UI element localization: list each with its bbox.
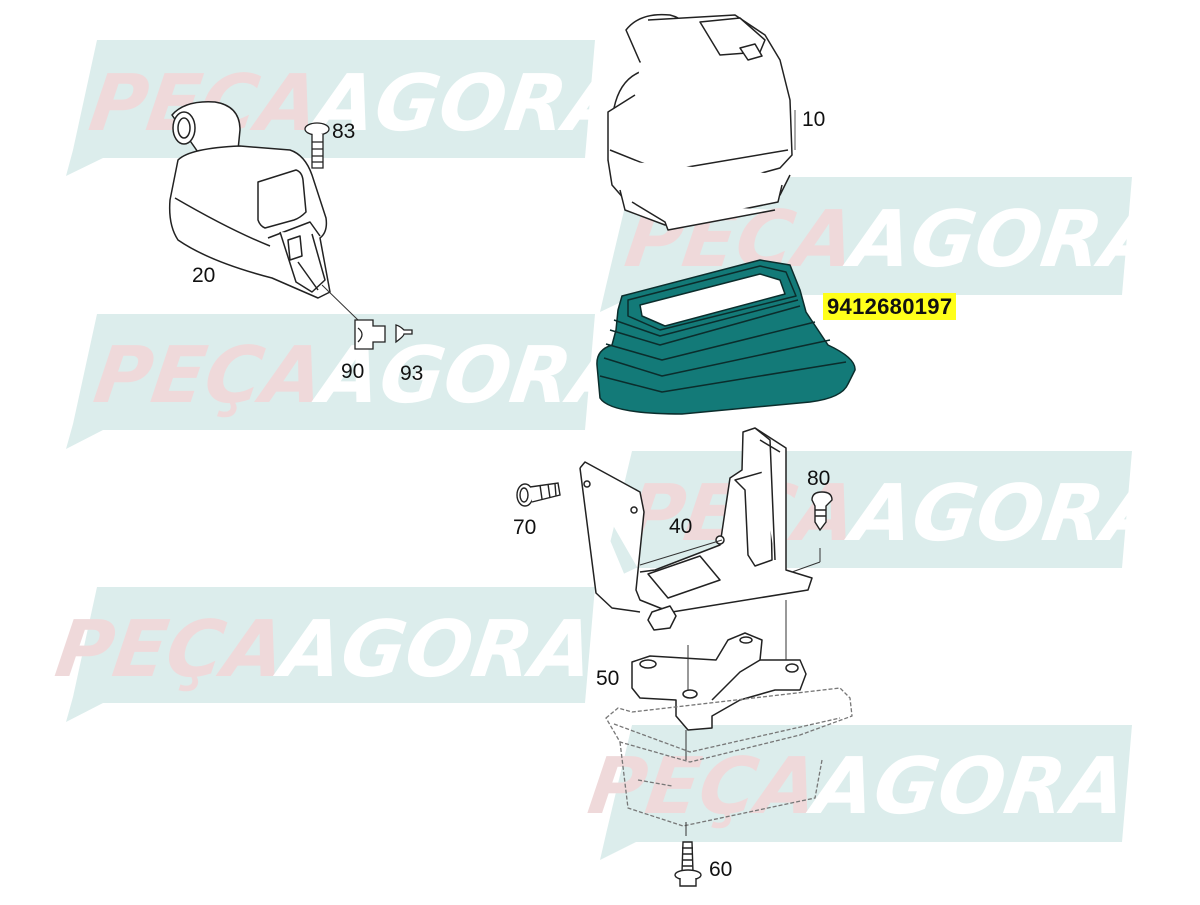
- part-93-pin-drawing: [395, 324, 413, 344]
- part-10-shifter-assembly-drawing: [607, 13, 793, 231]
- watermark-banner-1: PEÇA AGORA: [66, 40, 633, 176]
- callout-10: 10: [802, 108, 826, 131]
- svg-text:AGORA: AGORA: [269, 604, 599, 695]
- callout-20: 20: [192, 264, 216, 287]
- part-60-bolt-drawing: [674, 841, 702, 887]
- callout-90: 90: [341, 360, 365, 383]
- highlighted-part-rubber-boot: [596, 259, 856, 415]
- part-90-clip-drawing: [354, 319, 386, 350]
- base-tray-drawing: [605, 687, 853, 827]
- highlighted-part-number-label: 9412680197: [823, 293, 957, 320]
- svg-text:AGORA: AGORA: [802, 741, 1132, 832]
- callout-83: 83: [332, 120, 356, 143]
- watermark-word-agora: AGORA: [303, 58, 633, 149]
- svg-text:AGORA: AGORA: [839, 194, 1169, 285]
- callout-93: 93: [400, 362, 424, 385]
- svg-text:PEÇA: PEÇA: [50, 604, 291, 695]
- part-50-mount-drawing: [631, 632, 807, 731]
- part-70-bolt-drawing: [516, 482, 561, 507]
- callout-40: 40: [669, 515, 693, 538]
- watermark-banner-5: PEÇA AGORA: [50, 587, 599, 722]
- part-20-shift-housing-drawing: [168, 101, 331, 299]
- callout-60: 60: [709, 858, 733, 881]
- svg-text:AGORA: AGORA: [840, 468, 1170, 559]
- part-40-bracket-drawing: [579, 427, 813, 631]
- svg-text:PEÇA: PEÇA: [89, 330, 330, 421]
- callout-50: 50: [596, 667, 620, 690]
- part-83-screw-drawing: [304, 122, 330, 169]
- svg-text:PEÇA: PEÇA: [583, 741, 824, 832]
- leader-line: [321, 284, 359, 321]
- callout-70: 70: [513, 516, 537, 539]
- part-80-clip-drawing: [811, 491, 833, 532]
- callout-80: 80: [807, 467, 831, 490]
- watermark-banner-6: PEÇA AGORA: [583, 725, 1132, 860]
